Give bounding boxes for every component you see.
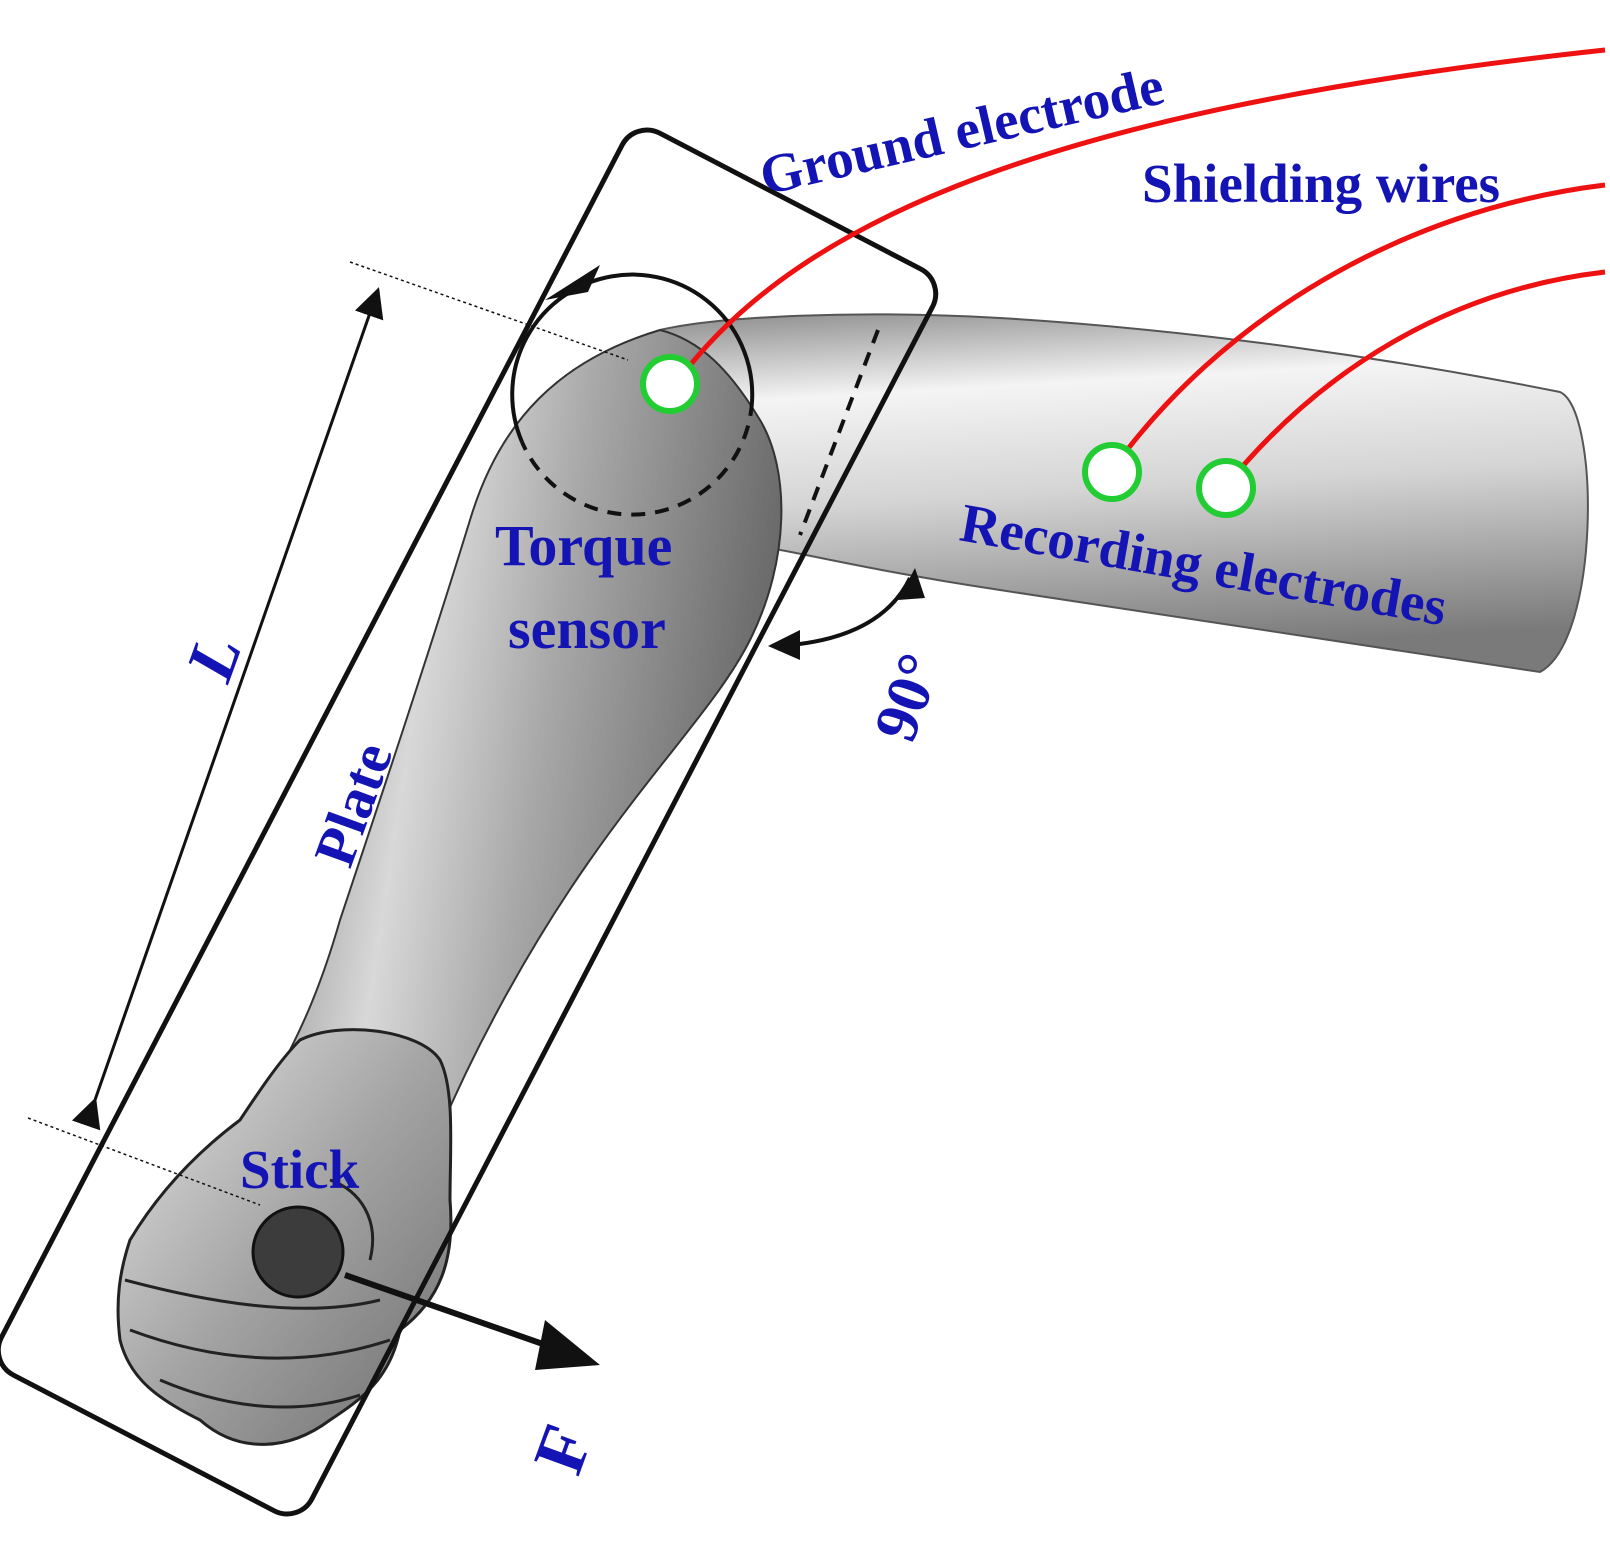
torque-sensor-label-line1: Torque: [495, 513, 672, 578]
shielding-wire-2: [1224, 269, 1606, 488]
length-label: L: [170, 625, 256, 691]
force-arrow-shaft: [344, 1272, 561, 1353]
torque-rotation-arrow: [545, 265, 600, 300]
finger-line-1: [124, 1278, 381, 1310]
recording-electrode-1: [1082, 442, 1142, 502]
stick: [251, 1205, 345, 1299]
shielding-wires-label: Shielding wires: [1142, 153, 1500, 214]
angle-arrow-right: [898, 568, 925, 600]
finger-line-2: [129, 1328, 391, 1360]
thumb-line: [329, 1178, 375, 1261]
ground-electrode: [640, 354, 700, 414]
angle-arc: [777, 577, 912, 648]
torque-sensor-label-line2: sensor: [508, 596, 666, 661]
stick-label: Stick: [240, 1139, 360, 1200]
elbow-dashed-line: [798, 329, 880, 536]
forearm: [288, 328, 783, 1132]
finger-line-3: [159, 1378, 361, 1409]
dimension-extension-top: [349, 261, 629, 361]
dimension-extension-bottom: [27, 1117, 261, 1206]
angle-label: 90°: [861, 645, 955, 750]
shielding-wire-1: [1109, 182, 1606, 472]
force-arrow-head: [535, 1320, 600, 1370]
ground-electrode-wire: [678, 47, 1606, 380]
dimension-line-L: [71, 287, 384, 1131]
torque-sensor-ring-dashed: [520, 401, 754, 517]
angle-arrow-left: [768, 630, 800, 660]
force-label: F: [518, 1415, 608, 1484]
recording-electrode-2: [1196, 458, 1256, 518]
torque-sensor-ring-solid: [510, 272, 755, 443]
